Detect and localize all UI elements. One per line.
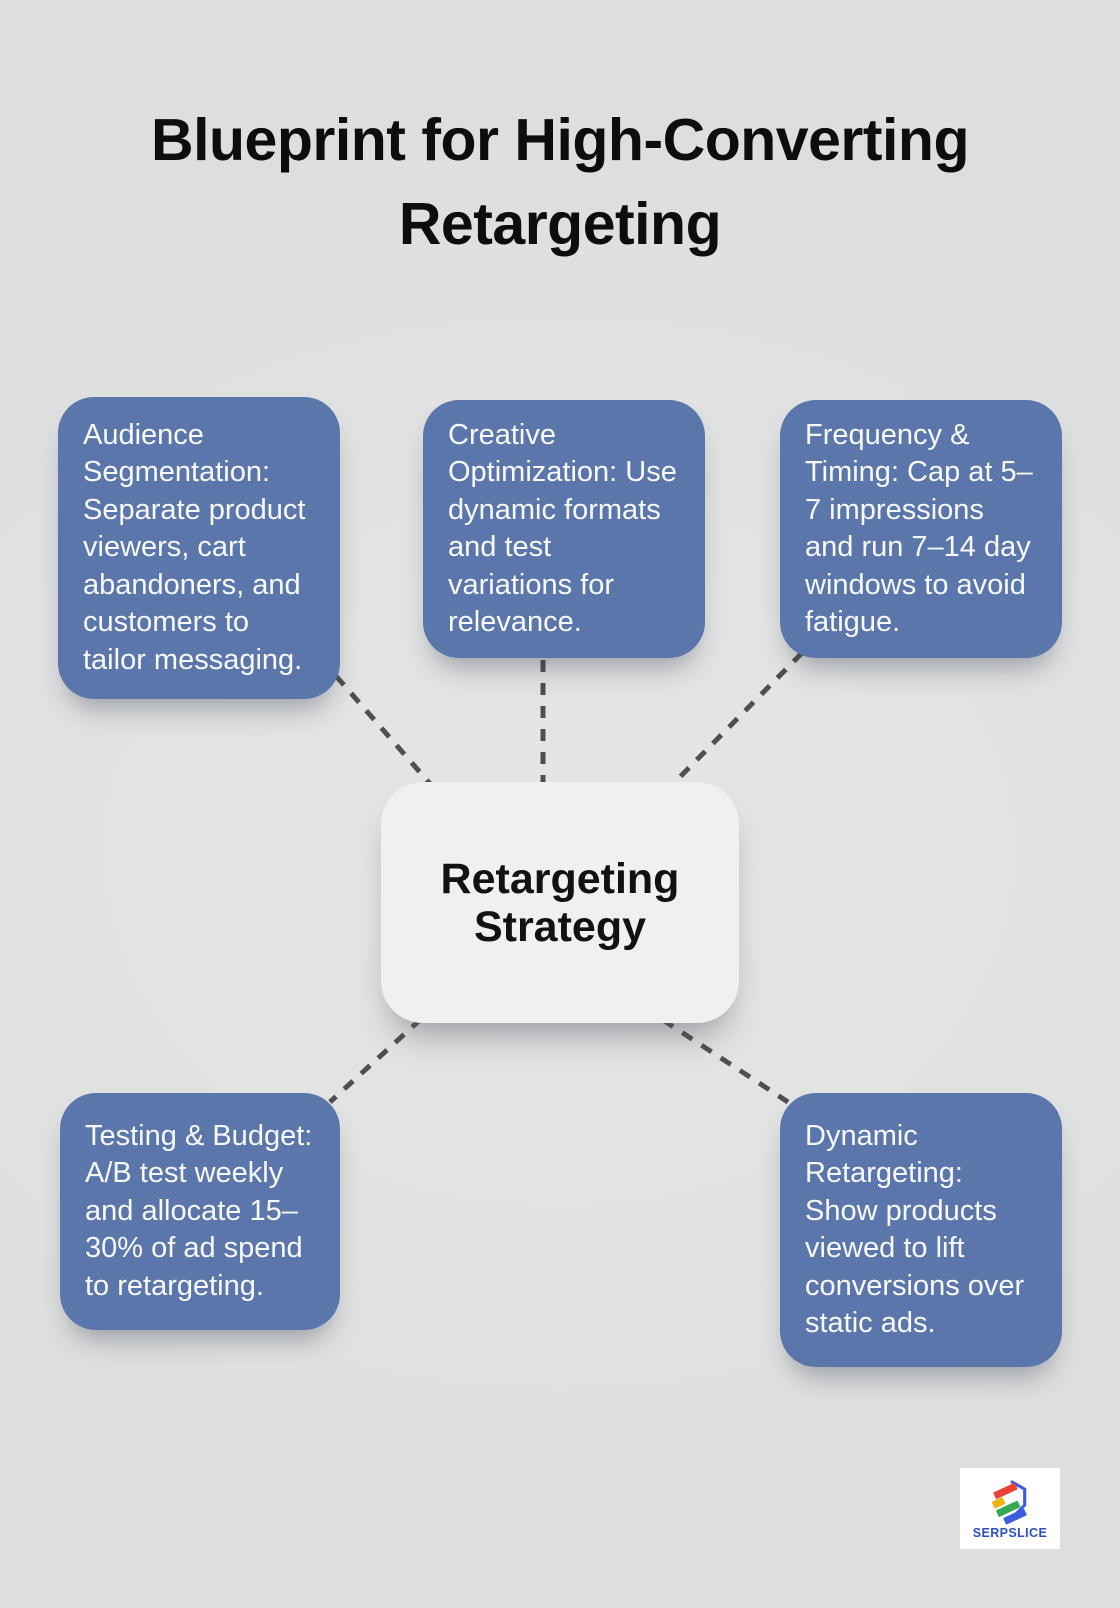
node-dynamic-retargeting: Dynamic Retargeting: Show products viewe… [780, 1093, 1062, 1367]
node-text: Testing & Budget: A/B test weekly and al… [85, 1119, 313, 1302]
serpslice-logo: SERPSLICE [960, 1468, 1060, 1549]
node-frequency-timing: Frequency & Timing: Cap at 5–7 impressio… [780, 400, 1062, 658]
node-creative-optimization: Creative Optimization: Use dynamic forma… [423, 400, 705, 658]
connector-audience-to-center [334, 674, 434, 788]
connector-frequency-to-center [670, 651, 804, 787]
node-audience-segmentation: Audience Segmentation: Separate product … [58, 397, 340, 699]
connector-center-to-testing [328, 1017, 423, 1104]
node-text: Dynamic Retargeting: Show products viewe… [805, 1119, 1025, 1340]
node-text: Creative Optimization: Use dynamic forma… [448, 418, 677, 639]
node-retargeting-strategy: Retargeting Strategy [381, 782, 739, 1023]
serpslice-logo-wordmark: SERPSLICE [972, 1525, 1048, 1540]
serpslice-logo-icon [991, 1479, 1027, 1524]
page-title: Blueprint for High-Converting Retargetin… [151, 107, 969, 257]
center-node-label: Retargeting Strategy [440, 854, 680, 951]
node-text: Audience Segmentation: Separate product … [83, 418, 306, 676]
node-text: Frequency & Timing: Cap at 5–7 impressio… [805, 418, 1033, 639]
connector-center-to-dynamic [661, 1017, 790, 1105]
node-testing-budget: Testing & Budget: A/B test weekly and al… [60, 1093, 340, 1330]
